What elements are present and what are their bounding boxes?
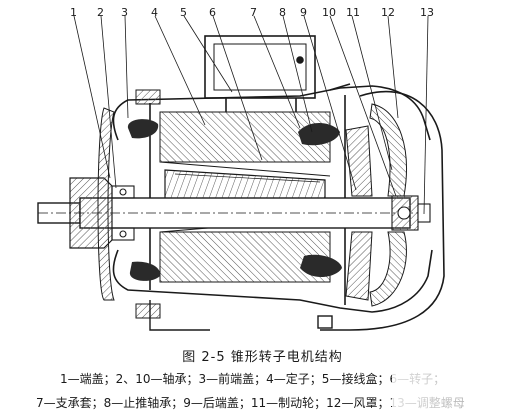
figure-legend-line-2: 7—支承套；8—止推轴承；9—后端盖；11—制动轮；12—风罩；13—调整螺母 — [36, 394, 471, 411]
feet — [149, 300, 333, 331]
callout-3: 3 — [121, 6, 128, 19]
callout-1: 1 — [70, 6, 77, 19]
callout-2: 2 — [97, 6, 104, 19]
callout-numbers: 1 2 3 4 5 6 7 8 9 10 11 12 13 — [70, 6, 434, 19]
callout-10: 10 — [322, 6, 336, 19]
callout-11: 11 — [346, 6, 360, 19]
callout-8: 8 — [279, 6, 286, 19]
callout-6: 6 — [209, 6, 216, 19]
callout-4: 4 — [151, 6, 158, 19]
figure-legend-line-1: 1—端盖；2、10—轴承；3—前端盖；4—定子；5—接线盒；6—转子； — [60, 370, 451, 387]
callout-12: 12 — [381, 6, 395, 19]
legend-text: 1—端盖；2、10—轴承；3—前端盖；4—定子；5—接线盒；6—转子； — [60, 372, 446, 386]
callout-leaders — [73, 15, 429, 215]
callout-7: 7 — [250, 6, 257, 19]
figure-caption-title: 图 2-5 锥形转子电机结构 — [182, 350, 343, 365]
motor-cross-section-diagram: 1 2 3 4 5 6 7 8 9 10 11 12 13 — [37, 6, 445, 331]
stator-windings — [127, 119, 342, 281]
rear-bearing-and-nut — [391, 195, 431, 231]
terminal-box — [204, 35, 316, 112]
callout-13: 13 — [420, 6, 434, 19]
callout-5: 5 — [180, 6, 187, 19]
fan-cover — [320, 83, 445, 331]
front-bearing — [111, 185, 135, 241]
legend-text: 7—支承套；8—止推轴承；9—后端盖；11—制动轮；12—风罩；13—调整螺母 — [36, 396, 465, 410]
callout-9: 9 — [300, 6, 307, 19]
